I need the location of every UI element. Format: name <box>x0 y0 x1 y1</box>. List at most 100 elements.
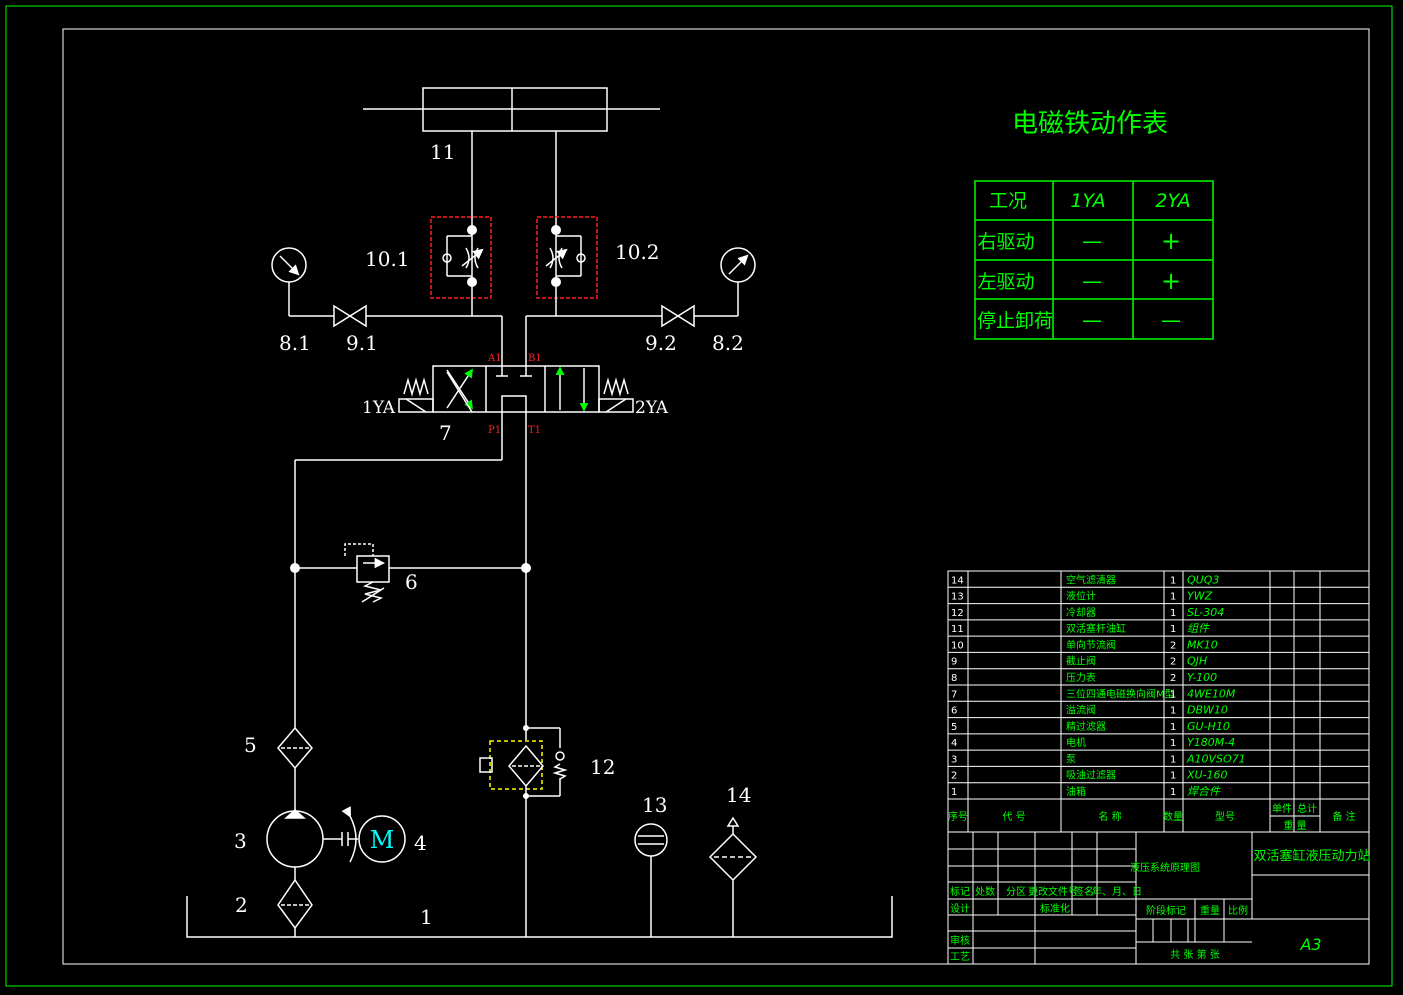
level-gauge-13 <box>634 823 668 937</box>
bom-row-model: 焊合件 <box>1187 785 1221 798</box>
bom-row-model: SL-304 <box>1187 606 1224 619</box>
label-c9-2: 9.2 <box>645 331 677 355</box>
table-title: 电磁铁动作表 <box>1012 109 1168 139</box>
bom-row-model: XU-160 <box>1186 769 1228 782</box>
label-c5: 5 <box>244 733 257 757</box>
bom-row-name: 单向节流阀 <box>1066 638 1116 651</box>
tb-review: 审核 <box>950 934 970 947</box>
label-c8-2: 8.2 <box>712 331 744 355</box>
tank-1 <box>186 896 893 938</box>
bom-row-name: 压力表 <box>1066 671 1096 684</box>
table-row1-1ya: — <box>1082 229 1102 253</box>
bom-row-qty: 1 <box>1170 608 1176 619</box>
label-c14: 14 <box>726 783 751 807</box>
tb-count: 处数 <box>975 885 995 898</box>
label-c8-1: 8.1 <box>279 331 311 355</box>
tb-mark: 标记 <box>950 886 970 898</box>
tb-design: 设计 <box>950 902 970 915</box>
stop-valve-9-2 <box>661 304 695 328</box>
bom-row-model: QUQ3 <box>1187 573 1219 586</box>
bom-row-qty: 1 <box>1170 754 1176 765</box>
bom-row-qty: 2 <box>1170 657 1176 668</box>
bom-row-model: 组件 <box>1187 622 1210 635</box>
bom-row-name: 截止阀 <box>1066 655 1096 668</box>
label-1ya: 1YA <box>362 398 396 418</box>
table-row1-2ya: + <box>1161 227 1181 255</box>
bom-row-qty: 1 <box>1170 738 1176 749</box>
table-row2-condition: 左驱动 <box>977 271 1034 293</box>
bom-row-model: QJH <box>1187 655 1207 668</box>
bom-row-qty: 1 <box>1170 787 1176 798</box>
label-c13: 13 <box>642 793 667 817</box>
tb-size: A3 <box>1299 935 1321 954</box>
bom-header-code: 代 号 <box>1002 811 1025 823</box>
label-c4: 4 <box>414 831 427 855</box>
tb-stage: 阶段标记 <box>1146 904 1186 917</box>
table-row3-2ya: — <box>1161 308 1181 332</box>
bom-row-name: 双活塞杆油缸 <box>1066 622 1126 635</box>
throttle-check-valve-10-1 <box>430 216 492 299</box>
bom-row-no: 1 <box>951 787 957 798</box>
bom-header-seq: 序号 <box>948 810 968 823</box>
bom-row-qty: 2 <box>1170 673 1176 684</box>
bom-header-unit: 单件 <box>1272 803 1292 815</box>
bom-row-no: 11 <box>951 624 964 635</box>
bom-row-no: 6 <box>951 706 957 717</box>
bom-row-no: 4 <box>951 738 957 749</box>
table-row3-1ya: — <box>1082 308 1102 332</box>
table-row1-condition: 右驱动 <box>977 231 1034 253</box>
bom-row-name: 吸油过滤器 <box>1066 769 1116 782</box>
bom-row-name: 精过滤器 <box>1066 720 1106 733</box>
tb-process: 工艺 <box>950 951 970 963</box>
directional-valve-7 <box>398 365 634 413</box>
bom-row-no: 12 <box>951 608 964 619</box>
bom-row-name: 油箱 <box>1066 785 1086 798</box>
bom-row-name: 冷却器 <box>1066 606 1096 619</box>
relief-valve-6 <box>344 543 390 603</box>
bom-row-no: 10 <box>951 640 964 651</box>
port-t1: T1 <box>528 425 541 436</box>
throttle-check-valve-10-2 <box>536 216 598 299</box>
bom-row-qty: 1 <box>1170 706 1176 717</box>
port-a1: A1 <box>487 353 502 364</box>
table-header-1ya: 1YA <box>1070 190 1105 212</box>
motor-4 <box>358 815 406 863</box>
stop-valve-9-1 <box>333 304 367 328</box>
bom-row-model: Y-100 <box>1187 671 1217 684</box>
bom-row-name: 三位四通电磁换向阀M型 <box>1066 687 1175 700</box>
bom-header-qty: 数量 <box>1163 810 1183 823</box>
bom-row-qty: 2 <box>1170 640 1176 651</box>
tb-date: 年、月、日 <box>1092 885 1142 898</box>
bom-row-no: 7 <box>951 689 957 700</box>
tb-weight: 重量 <box>1200 904 1220 917</box>
table-header-2ya: 2YA <box>1155 190 1190 212</box>
bom-row-no: 9 <box>951 657 957 668</box>
bom-row-model: YWZ <box>1187 590 1213 603</box>
inner-frame <box>62 28 1370 965</box>
bom-header-name: 名 称 <box>1098 810 1121 823</box>
label-2ya: 2YA <box>635 398 669 418</box>
bom-row-qty: 1 <box>1170 624 1176 635</box>
bom-row-name: 电机 <box>1066 736 1086 749</box>
solenoid-action-table: 电磁铁动作表 工况 1YA 2YA 右驱动 — + 左驱动 — + 停止卸荷 —… <box>974 109 1214 340</box>
pressure-gauge-8-2 <box>720 247 756 283</box>
bom-row-model: A10VSO71 <box>1186 752 1246 765</box>
bom-row-qty: 1 <box>1170 722 1176 733</box>
bom-row-no: 3 <box>951 754 957 765</box>
table-header-condition: 工况 <box>989 190 1027 212</box>
bom-row-qty: 1 <box>1170 592 1176 603</box>
outer-frame <box>5 5 1393 987</box>
fine-filter-5 <box>277 726 313 770</box>
bom-row-no: 8 <box>951 673 957 684</box>
pump-3 <box>266 806 358 868</box>
label-c10-2: 10.2 <box>615 240 660 264</box>
bom-header-remark: 备 注 <box>1332 810 1355 823</box>
bom-row-model: Y180M-4 <box>1187 736 1235 749</box>
label-c2: 2 <box>235 893 248 917</box>
double-rod-cylinder <box>363 87 660 132</box>
air-filter-14 <box>708 816 758 937</box>
bom-header-model: 型号 <box>1215 810 1235 823</box>
bom-header-weight: 重 量 <box>1283 819 1306 832</box>
junction-dots <box>290 225 561 799</box>
bom-row-qty: 1 <box>1170 575 1176 586</box>
